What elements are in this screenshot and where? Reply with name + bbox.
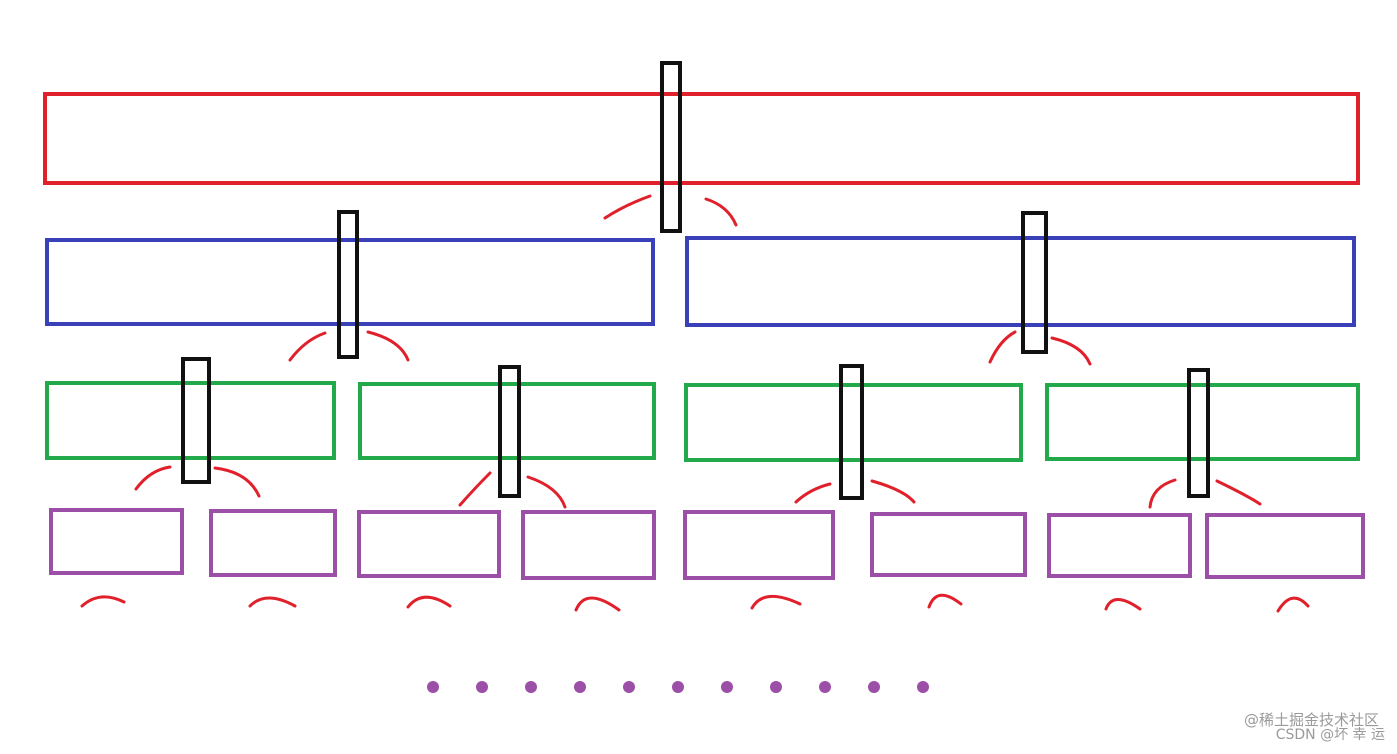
arc-12 [870,479,916,504]
arc-14 [1215,479,1262,506]
ellipsis-dot-6 [672,681,684,693]
divider-2 [337,210,359,359]
arc-2 [704,197,738,227]
arc-8 [213,466,261,498]
level-3-box-3 [684,383,1023,462]
level-4-box-1 [49,508,184,575]
level-3-box-1 [45,381,336,460]
leaf-caret-5 [750,595,802,610]
leaf-caret-4 [574,596,621,612]
arc-7 [134,465,172,491]
arc-10 [526,475,567,509]
divider-6 [839,364,864,500]
level-1-box-1 [43,92,1360,185]
level-3-box-4 [1045,383,1360,461]
leaf-caret-7 [1104,598,1142,611]
divider-4 [181,357,211,484]
arc-11 [794,482,832,504]
watermark-juejin: @稀土掘金技术社区 [1243,711,1379,729]
ellipsis-dot-2 [476,681,488,693]
leaf-caret-6 [927,593,963,609]
ellipsis-dot-8 [770,681,782,693]
leaf-caret-3 [406,595,452,609]
watermark-csdn: CSDN @坏 幸 运 [1275,727,1385,743]
level-3-box-2 [358,382,656,460]
ellipsis-dot-1 [427,681,439,693]
arc-13 [1148,478,1177,509]
level-4-box-7 [1047,513,1192,578]
level-4-box-2 [209,509,337,577]
ellipsis-dot-11 [917,681,929,693]
level-2-box-1 [45,238,655,326]
ellipsis-dot-7 [721,681,733,693]
divider-3 [1021,211,1048,354]
arc-3 [288,331,327,362]
divider-1 [660,61,682,233]
divider-5 [498,365,521,498]
level-2-box-2 [685,236,1356,327]
arc-1 [603,194,652,220]
level-4-box-5 [683,510,835,580]
level-4-box-3 [357,510,501,578]
level-4-box-6 [870,512,1027,577]
leaf-caret-8 [1276,596,1310,613]
arc-9 [458,471,492,507]
arc-5 [988,330,1017,364]
ellipsis-dot-3 [525,681,537,693]
level-4-box-8 [1205,513,1365,579]
level-4-box-4 [521,510,656,580]
leaf-caret-1 [80,595,126,608]
arc-4 [366,330,410,362]
arc-6 [1050,336,1092,366]
divider-7 [1187,368,1210,498]
ellipsis-dot-4 [574,681,586,693]
leaf-caret-2 [248,596,297,608]
ellipsis-dot-10 [868,681,880,693]
ellipsis-dot-5 [623,681,635,693]
ellipsis-dot-9 [819,681,831,693]
